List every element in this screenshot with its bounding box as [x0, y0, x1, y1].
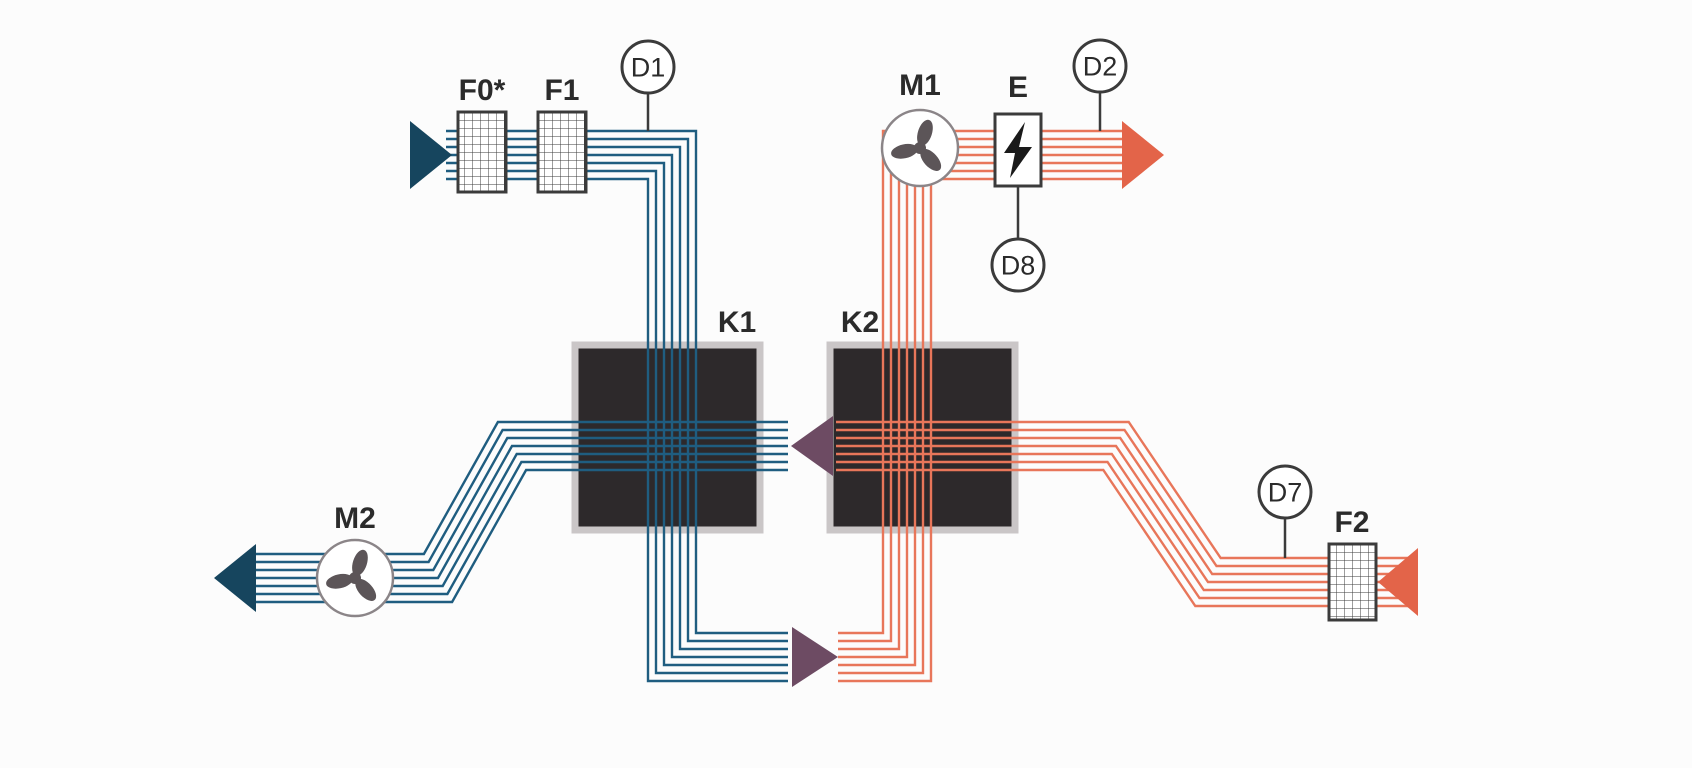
cold-outlet-arrow: [214, 544, 256, 612]
sensor-d7-label: D7: [1268, 478, 1303, 508]
exhaust-filter-label: F2: [1334, 506, 1369, 539]
flow-arrows: [214, 121, 1418, 687]
warm-inlet-arrow: [1378, 548, 1418, 616]
duct-line: [836, 436, 1412, 576]
pre-filter-f0: [456, 110, 508, 194]
sensor-d7: D7: [1257, 464, 1313, 520]
exchanger-k2-label: K2: [841, 306, 879, 339]
sensor-d1-label: D1: [631, 53, 666, 83]
mixed-flow-right-arrow: [792, 627, 838, 687]
warm-exhaust-duct: [836, 420, 1412, 608]
fan-m1-label: M1: [899, 69, 941, 102]
component-labels: F0* F1 M1 E K1 K2 F2 M2: [334, 69, 1369, 539]
sensor-d8-label: D8: [1001, 251, 1036, 281]
supply-filter-f1: [536, 110, 588, 194]
fan-m2: [315, 538, 395, 618]
sensor-d2: D2: [1072, 38, 1128, 94]
fan-m2-label: M2: [334, 502, 376, 535]
duct-line: [836, 452, 1412, 592]
heater-label: E: [1008, 71, 1028, 104]
sensor-d8: D8: [990, 237, 1046, 293]
duct-line: [836, 468, 1412, 608]
exhaust-filter-f2: [1327, 542, 1378, 622]
warm-outlet-arrow: [1122, 121, 1164, 189]
components: D1 D2 D8 D7: [315, 38, 1378, 622]
sensor-d1: D1: [620, 39, 676, 95]
electric-heater-e: [993, 112, 1043, 188]
duct-line: [836, 460, 1412, 600]
lightning-bolt-icon: [1004, 122, 1032, 178]
cold-inlet-arrow: [410, 121, 452, 189]
duct-line: [836, 444, 1412, 584]
mixed-flow-left-arrow: [791, 416, 833, 476]
sensor-d2-label: D2: [1083, 52, 1118, 82]
pre-filter-label: F0*: [459, 74, 506, 107]
supply-filter-label: F1: [544, 74, 579, 107]
duct-line: [836, 428, 1412, 568]
exchanger-k1-label: K1: [718, 306, 756, 339]
duct-line: [836, 420, 1412, 560]
fan-m1: [880, 108, 960, 188]
